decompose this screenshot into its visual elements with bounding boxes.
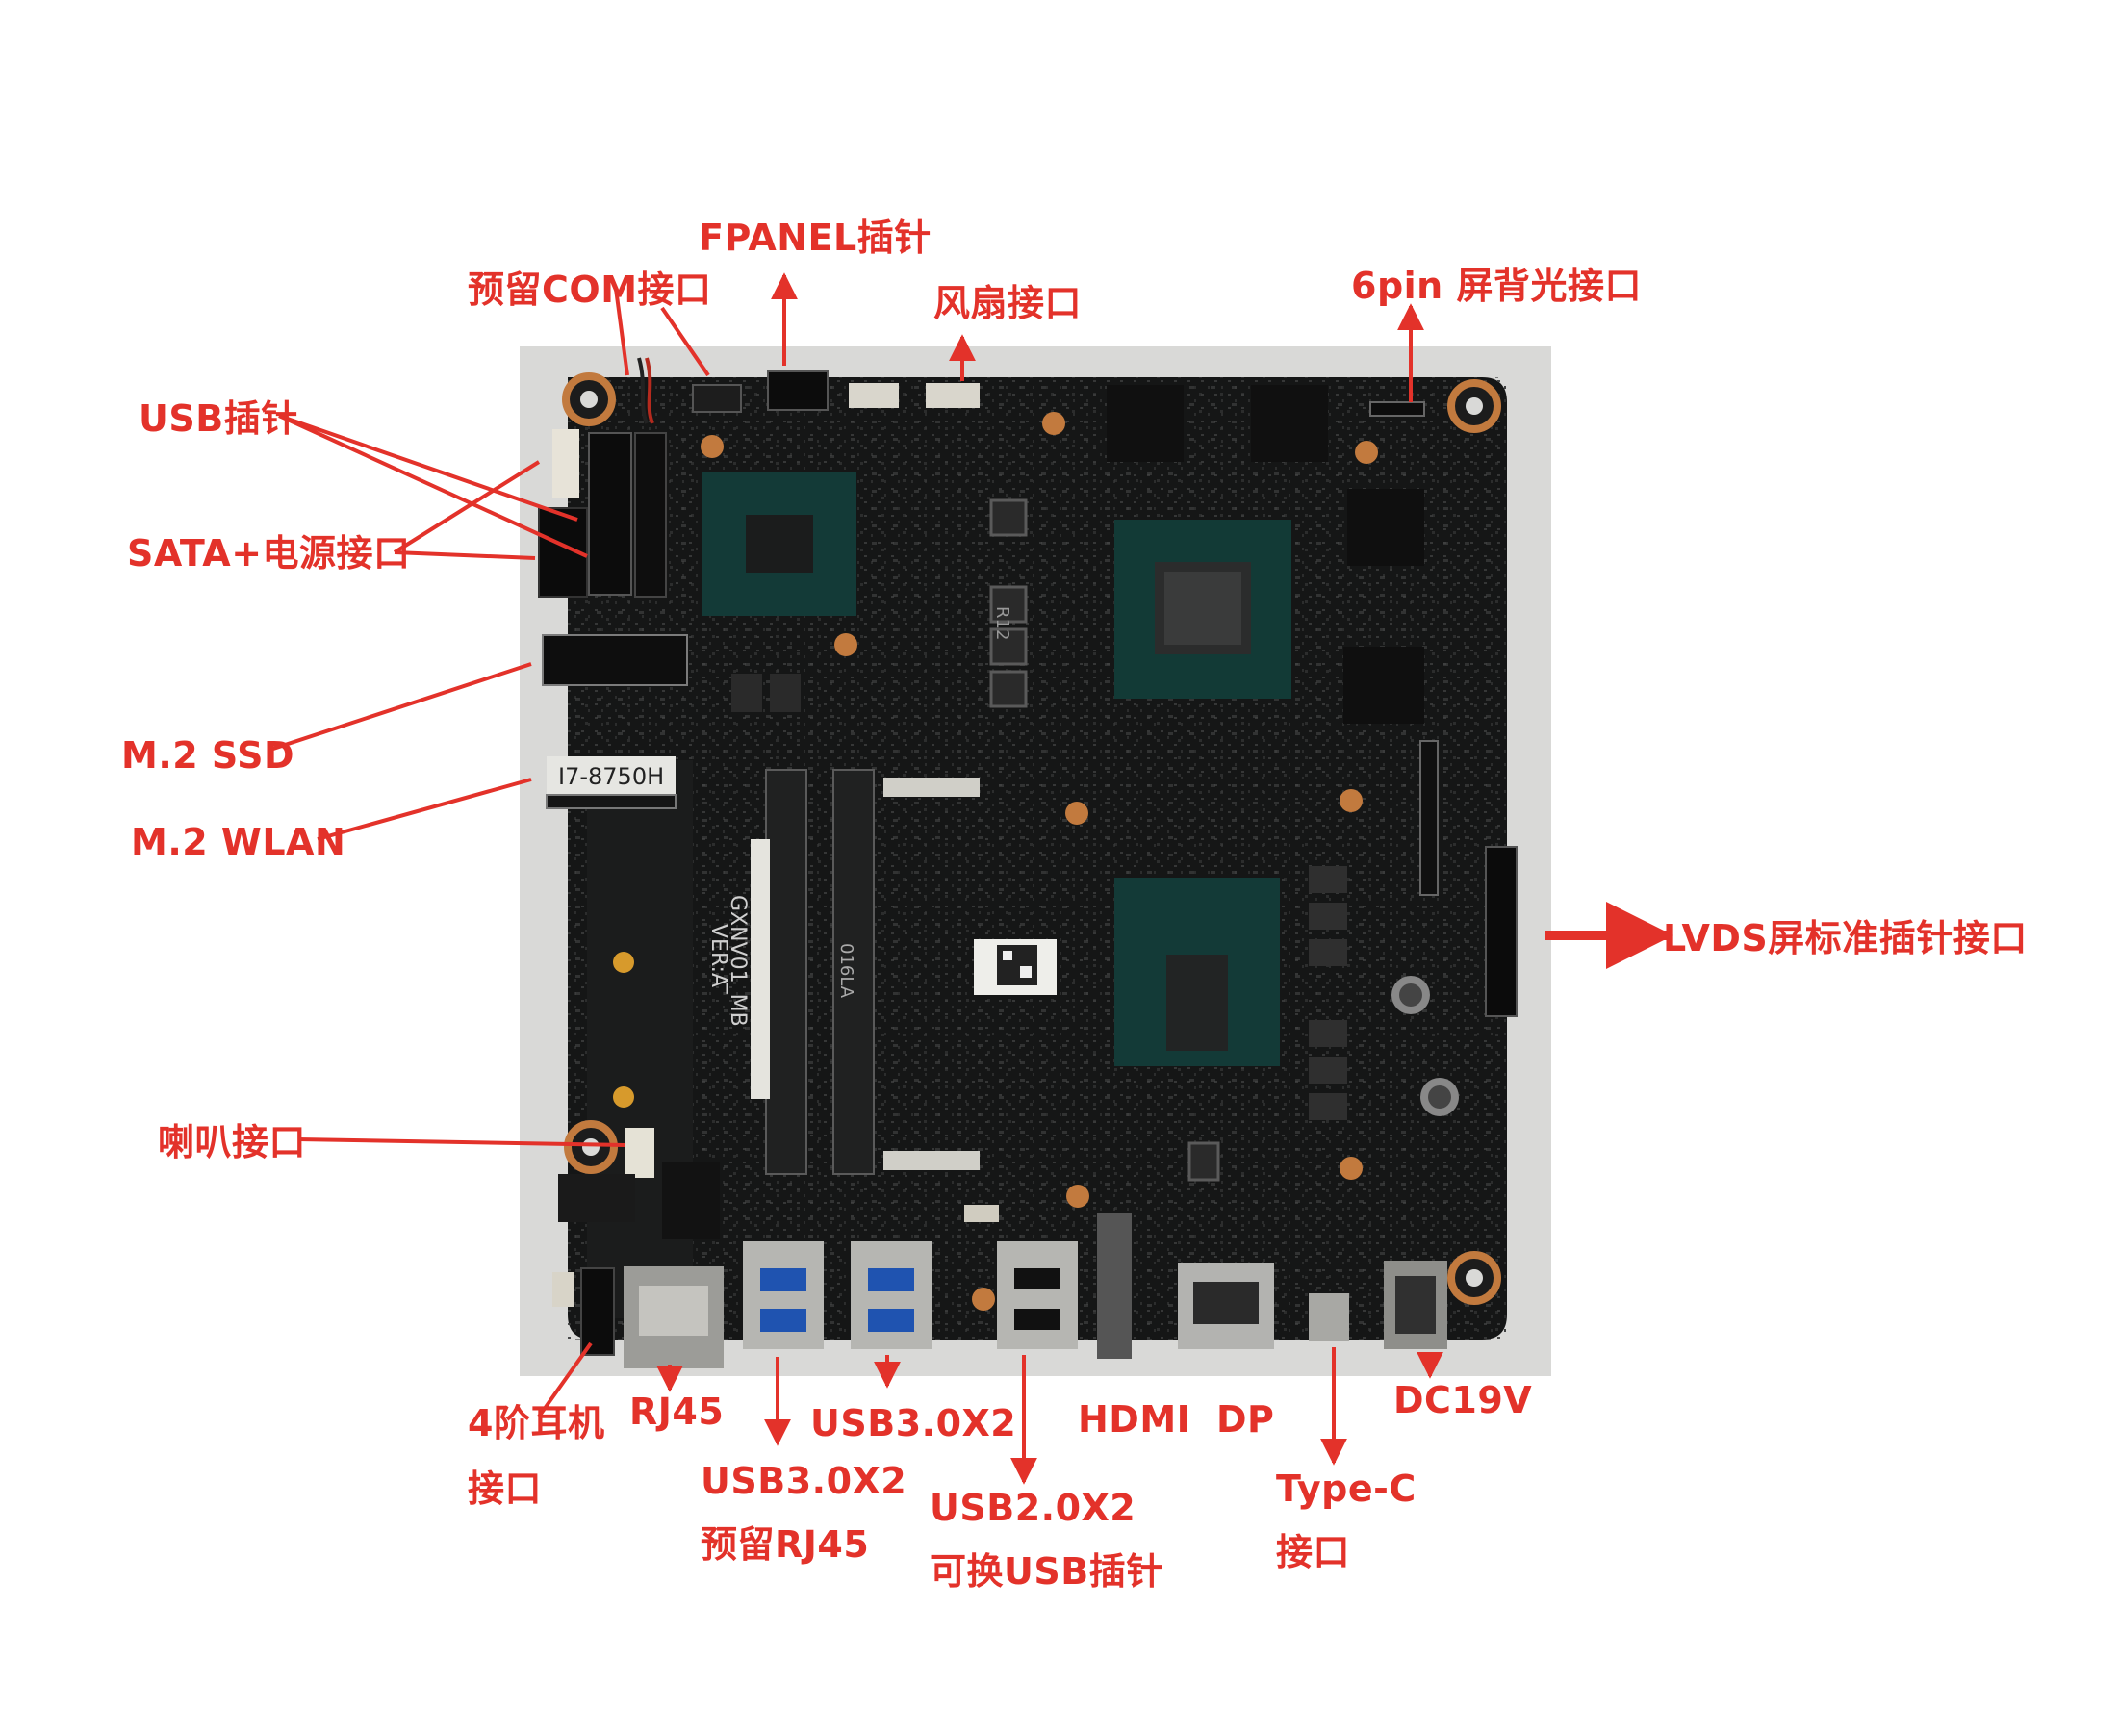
com-header (692, 384, 742, 413)
usb30-a-label: USB3.0X2 (810, 1402, 1017, 1444)
hdmi-port (1097, 1213, 1132, 1359)
fpanel-label: FPANEL插针 (699, 217, 932, 259)
typec-port (1309, 1293, 1349, 1341)
hdmi-label: HDMI (1078, 1398, 1191, 1441)
fan-connector (926, 383, 980, 408)
inductors (731, 498, 1347, 1182)
fan-label: 风扇接口 (933, 282, 1083, 324)
usb20-port (997, 1241, 1078, 1349)
annotation-pointers (272, 272, 1673, 1485)
usb30-port-a (743, 1241, 824, 1349)
vram-chip (1107, 385, 1184, 462)
connector (849, 383, 899, 408)
sata-label: SATA+电源接口 (127, 532, 411, 574)
m2-wlan-label-text: M.2 WLAN (131, 821, 346, 863)
headphone-label: 4阶耳机接口 (468, 1402, 605, 1510)
model-marking: GXNV01_MB (726, 895, 750, 1027)
inductor-marking: R12 (992, 606, 1012, 640)
cpu-die (1166, 955, 1228, 1051)
vram-chip (1251, 385, 1328, 462)
version-marking: VER:A (706, 924, 730, 987)
usb-header-white (552, 429, 579, 498)
backlight-connector (1369, 401, 1425, 417)
ram-slot-marking: 016LA (836, 943, 856, 999)
cpu-tag-text: I7-8750H (558, 763, 664, 790)
rj45-label: RJ45 (629, 1391, 725, 1433)
headphone-jack (580, 1267, 615, 1356)
speaker-connector (625, 1128, 654, 1178)
fpanel-header (767, 370, 829, 411)
speaker-label: 喇叭接口 (158, 1121, 307, 1163)
sodimm-slot-1 (765, 769, 807, 1175)
lvds-label: LVDS屏标准插针接口 (1663, 917, 2028, 959)
usb-pin-header (588, 432, 632, 596)
lvds-header (1485, 846, 1518, 1017)
m2-ssd-slot (542, 634, 688, 686)
usb30-port-b (851, 1241, 932, 1349)
dp-label: DP (1216, 1398, 1275, 1441)
dc-label: DC19V (1393, 1379, 1533, 1421)
m2-wlan-label (547, 756, 676, 795)
backlight-label: 6pin 屏背光接口 (1351, 265, 1642, 307)
com-label: 预留COM接口 (468, 268, 712, 311)
m2-ssd-label: M.2 SSD (121, 734, 294, 777)
sodimm-slot-2 (832, 769, 875, 1175)
mounting-holes (562, 372, 1501, 1311)
usb-header-label: USB插针 (139, 397, 298, 440)
